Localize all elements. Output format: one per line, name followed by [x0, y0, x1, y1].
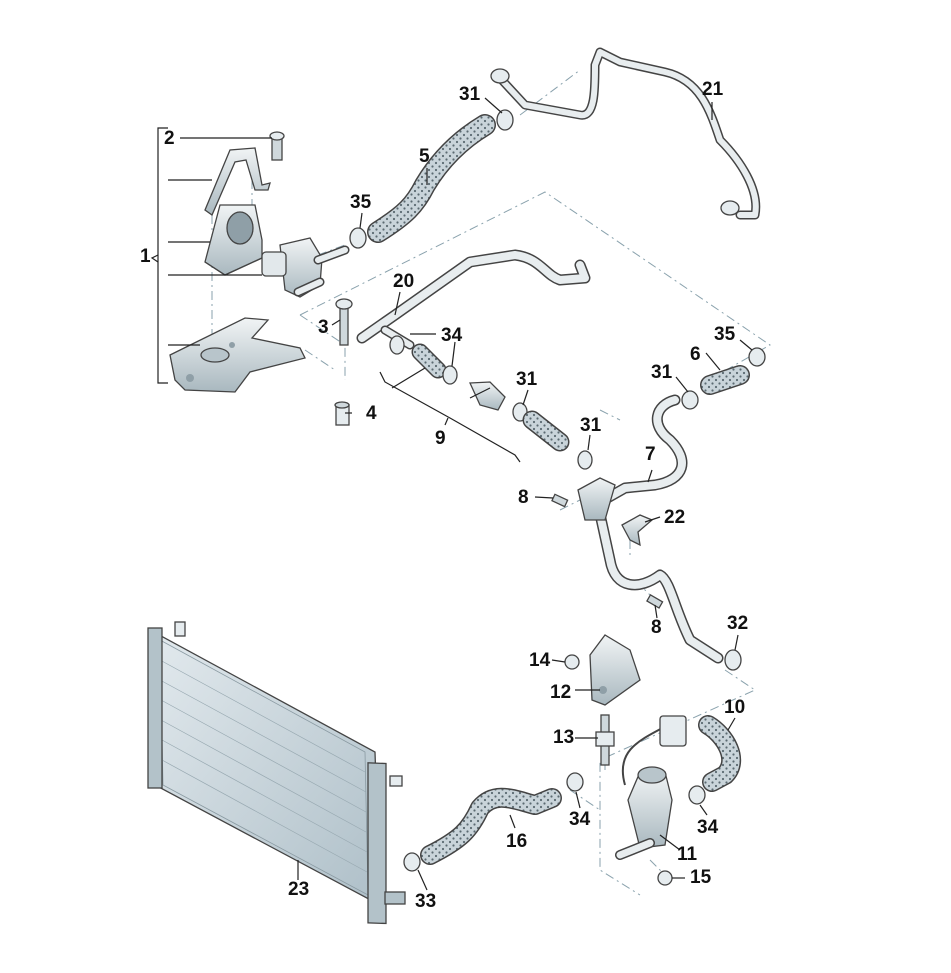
callout-31-middle: 31 [516, 369, 538, 390]
callout-10: 10 [724, 697, 746, 718]
callout-3: 3 [318, 317, 329, 338]
part-20-pipe [356, 249, 591, 350]
callout-31-right: 31 [651, 362, 673, 383]
callout-31-top: 31 [459, 84, 481, 105]
clamp-34-lower [566, 772, 584, 792]
callout-35-left: 35 [350, 192, 372, 213]
part-1-valve [261, 237, 350, 298]
part-16-hose [420, 787, 562, 865]
callout-33: 33 [415, 891, 437, 912]
callout-4: 4 [366, 403, 377, 424]
part-6-hose [681, 347, 766, 410]
part-7-pipe [577, 394, 724, 664]
callout-21: 21 [702, 79, 724, 100]
clamp-32 [724, 649, 742, 671]
clamp-33 [403, 852, 421, 872]
callout-22: 22 [664, 507, 686, 528]
callout-1: 1 [140, 246, 151, 267]
part-2-bracket-strap [204, 131, 285, 216]
callout-7: 7 [645, 444, 656, 465]
part-1-bracket-plate [169, 317, 306, 393]
callout-5: 5 [419, 146, 430, 167]
clamp-34-right [688, 785, 706, 805]
callout-8-lower: 8 [651, 617, 662, 638]
part-5-hose [367, 114, 496, 243]
part-4-sleeve [334, 401, 350, 426]
part-14-nut [564, 654, 580, 670]
callout-2: 2 [164, 128, 175, 149]
callout-20: 20 [393, 271, 415, 292]
callout-35-right: 35 [714, 324, 736, 345]
callout-34-lower: 34 [569, 809, 591, 830]
callout-6: 6 [690, 344, 701, 365]
callout-31-lower: 31 [580, 415, 602, 436]
callout-34-upper: 34 [441, 325, 463, 346]
callout-12: 12 [550, 682, 572, 703]
callout-34-right: 34 [697, 817, 719, 838]
part-22-clip [621, 514, 654, 547]
callout-leaders [180, 97, 753, 891]
callout-11: 11 [677, 844, 698, 865]
part-12-bracket [589, 634, 641, 706]
part-8-bolt-upper [551, 493, 569, 508]
callout-14: 14 [529, 650, 551, 671]
clamp-31-top [496, 109, 514, 131]
assembly-guide-lines [211, 69, 771, 896]
part-15-nut [657, 870, 673, 886]
part-13-stud [595, 714, 615, 766]
part-21-pipe [490, 47, 761, 220]
group-9-bracket [379, 367, 521, 463]
part-11-pump [615, 715, 687, 860]
part-10-hose [698, 715, 742, 792]
callout-32: 32 [727, 613, 749, 634]
part-3-bolt [335, 298, 353, 346]
part-9-hose-kit [389, 335, 593, 470]
callout-16: 16 [506, 831, 528, 852]
group-1-bracket [150, 127, 262, 384]
callout-9: 9 [435, 428, 446, 449]
callout-8-upper: 8 [518, 487, 529, 508]
callout-15: 15 [690, 867, 712, 888]
clamp-35-upper-left [349, 227, 367, 249]
part-23-radiator [147, 621, 406, 925]
part-1-mount-block [204, 204, 263, 276]
callout-13: 13 [553, 727, 575, 748]
callout-23: 23 [288, 879, 310, 900]
part-8-bolt-lower [646, 594, 664, 609]
